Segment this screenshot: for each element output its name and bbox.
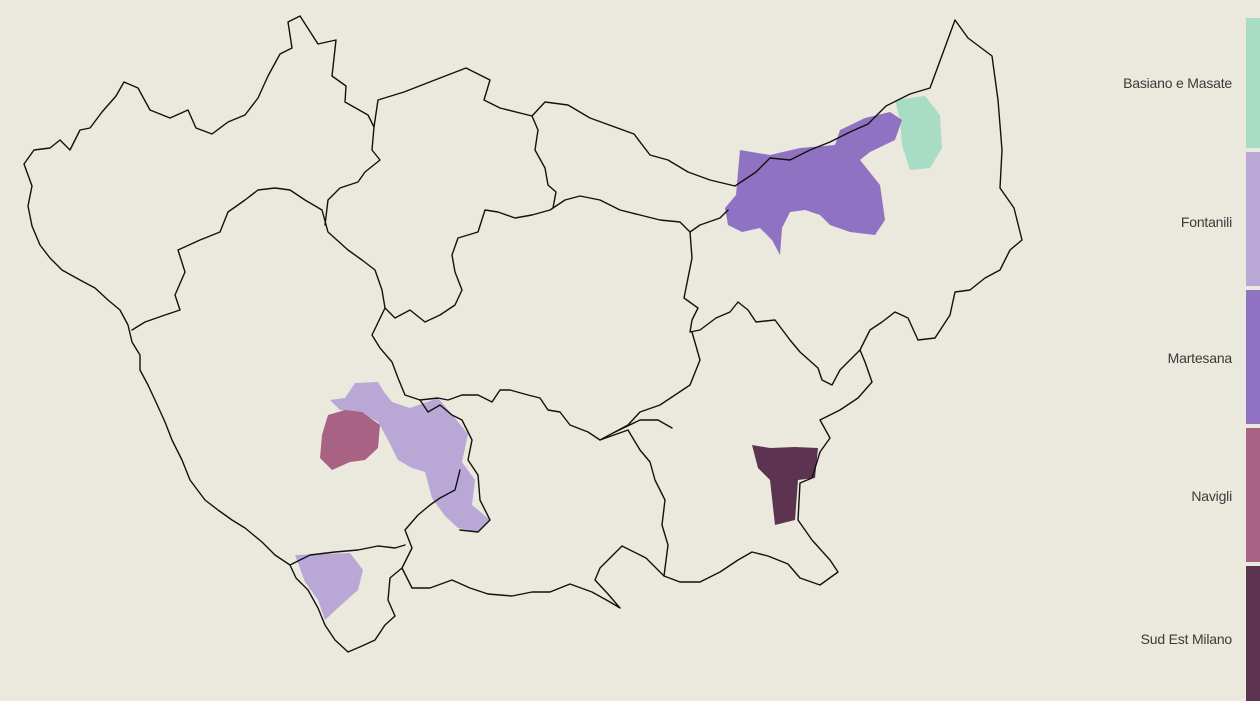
internal-border-7 [599, 429, 669, 577]
legend-label-navigli: Navigli [1191, 488, 1232, 504]
legend-label-fontanili: Fontanili [1180, 214, 1232, 230]
outer-border [23, 15, 1023, 653]
legend-swatch-sud-est-milano [1246, 566, 1260, 701]
internal-border-1 [131, 187, 729, 331]
internal-border-2 [324, 126, 381, 226]
internal-border-6 [419, 399, 491, 533]
internal-border-3 [531, 115, 557, 209]
internal-border-8 [401, 469, 461, 569]
area-fontanili-north[interactable] [330, 382, 490, 532]
area-fontanili-south[interactable] [295, 553, 363, 620]
area-martesana[interactable] [725, 112, 902, 255]
internal-border-10 [614, 419, 673, 433]
legend-swatch-fontanili [1246, 152, 1260, 286]
internal-border-5 [371, 307, 701, 441]
area-sud-est-milano[interactable] [752, 445, 818, 525]
internal-border-9 [289, 544, 406, 566]
legend-swatch-basiano-masate [1246, 18, 1260, 148]
legend-label-basiano-masate: Basiano e Masate [1123, 75, 1232, 91]
area-navigli[interactable] [320, 410, 380, 470]
legend-swatch-martesana [1246, 290, 1260, 424]
internal-border-4 [683, 231, 861, 386]
legend-label-martesana: Martesana [1167, 350, 1233, 366]
legend-swatch-navigli [1246, 428, 1260, 562]
area-basiano-masate[interactable] [895, 96, 942, 170]
legend-label-sud-est-milano: Sud Est Milano [1140, 631, 1233, 647]
